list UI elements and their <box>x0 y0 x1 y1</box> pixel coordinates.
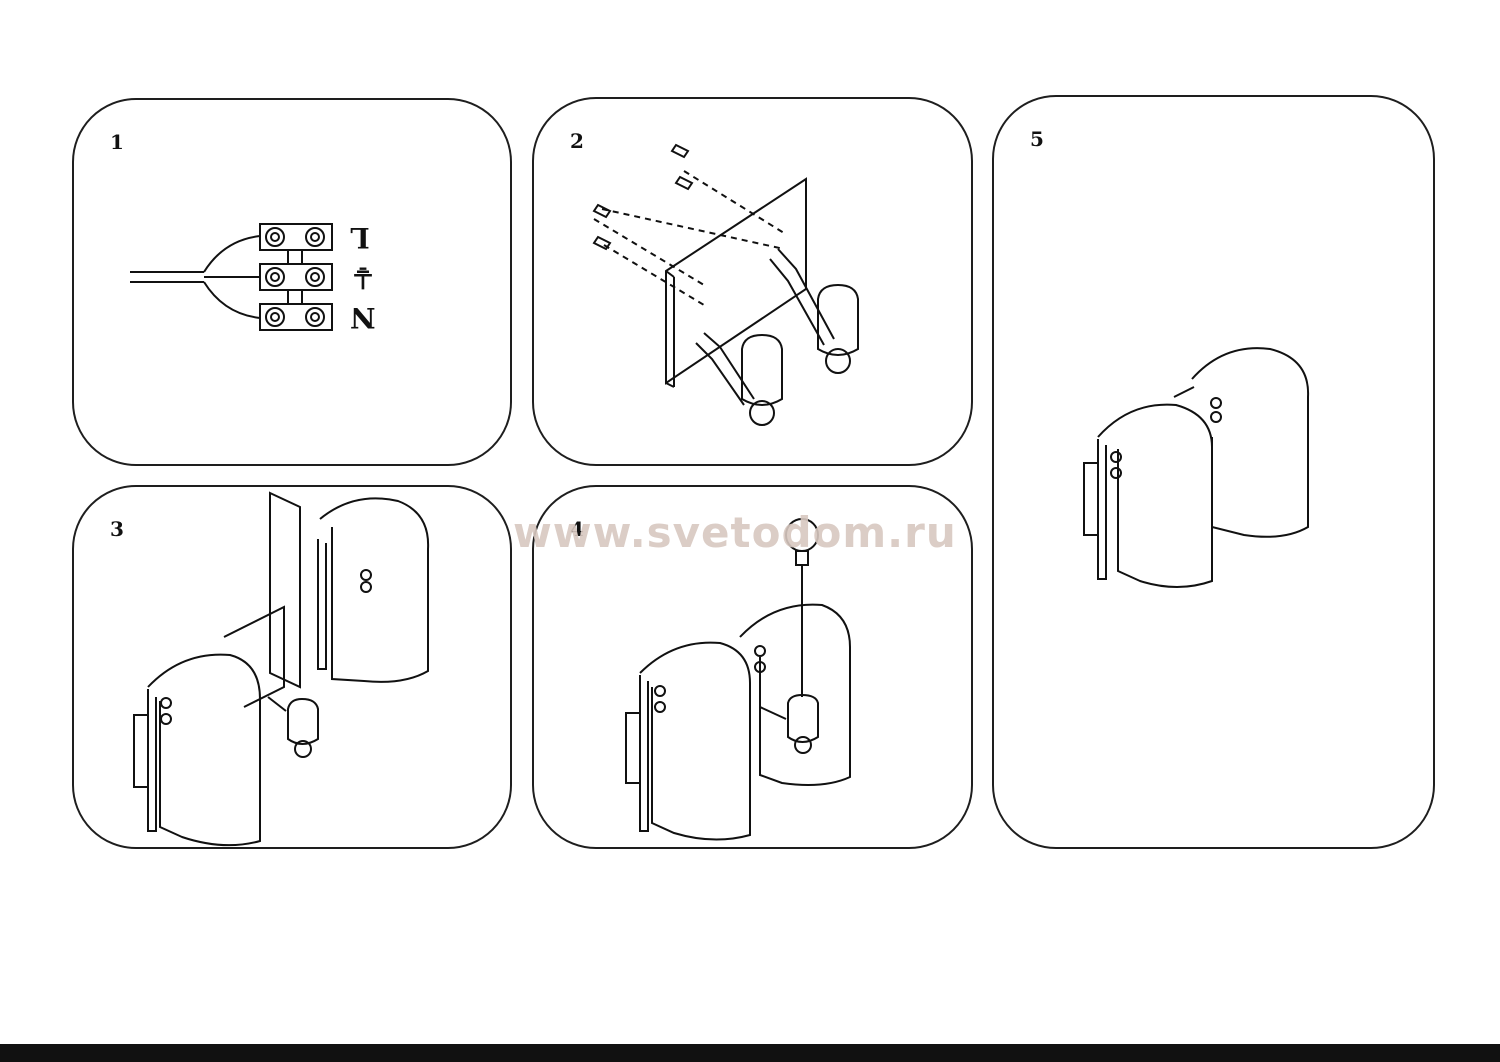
step-number: 1 <box>110 130 124 154</box>
shade-back <box>1191 347 1310 538</box>
screw-guide <box>601 208 785 250</box>
wiring-diagram <box>130 223 333 331</box>
step-5-panel: 5 <box>992 95 1435 849</box>
shade-back <box>739 603 851 786</box>
step-2-panel: 2 <box>532 97 973 466</box>
step-number: 3 <box>110 517 124 541</box>
wall-plate-side <box>133 714 149 788</box>
wall-plate <box>665 177 807 385</box>
socket-icon <box>787 693 819 743</box>
mounting-diagram <box>592 143 859 426</box>
step-3-panel: 3 <box>72 485 512 849</box>
socket-icon <box>817 283 859 356</box>
scan-edge <box>0 1044 1500 1062</box>
screw-icon <box>670 143 690 159</box>
arm-right <box>777 248 835 340</box>
shade-front <box>147 653 261 847</box>
step-number: 5 <box>1030 127 1044 151</box>
step-number: 4 <box>570 517 584 541</box>
shade-back <box>319 497 430 683</box>
wall-plate <box>625 712 641 784</box>
arm-icon <box>759 706 787 720</box>
label-live: L <box>350 221 370 254</box>
bulb-icon <box>785 518 819 552</box>
shade-front <box>639 641 751 841</box>
step-1-panel: 1 L ⏚ N <box>72 98 512 466</box>
arm-left <box>703 332 755 400</box>
earth-icon: ⏚ <box>350 261 377 291</box>
step-4-panel: 4 <box>532 485 973 849</box>
step-number: 2 <box>570 129 584 153</box>
neutral-wire <box>203 281 261 319</box>
label-neutral: N <box>350 301 376 334</box>
shade-mounting-diagram <box>133 491 430 847</box>
live-wire <box>203 235 261 273</box>
wall-plate <box>1083 462 1099 536</box>
finished-lamp-diagram <box>1083 347 1310 588</box>
arm-icon <box>267 696 287 712</box>
socket-icon <box>287 697 319 745</box>
bulb-installation-diagram <box>625 518 851 841</box>
shade-front <box>1097 403 1213 588</box>
